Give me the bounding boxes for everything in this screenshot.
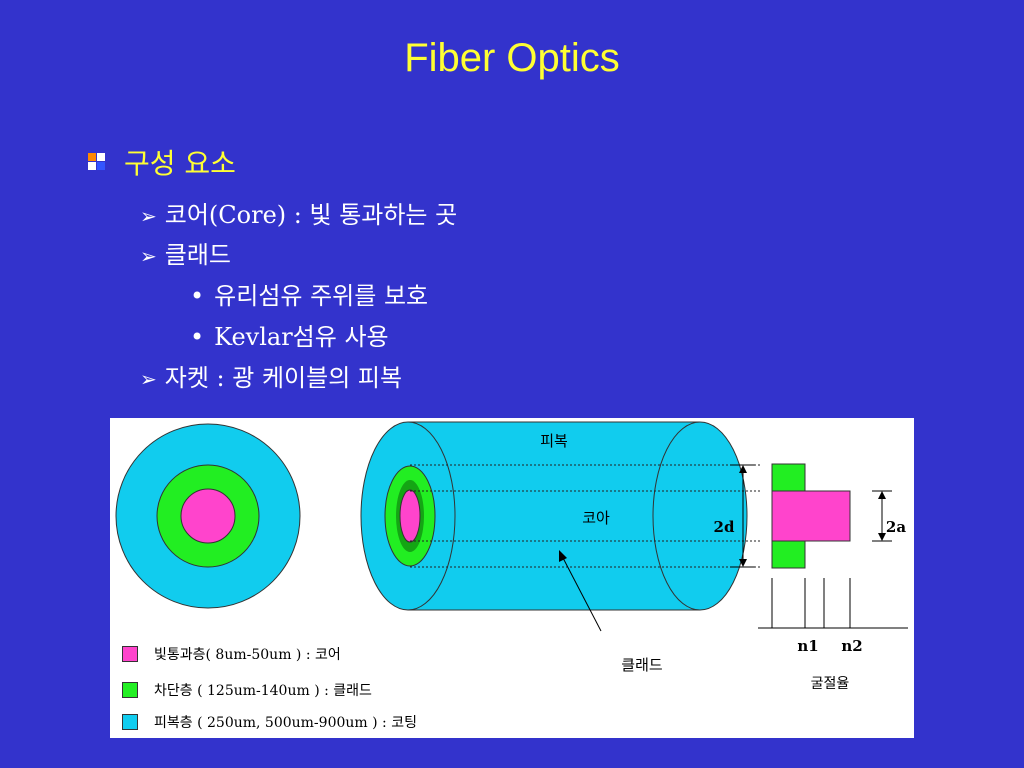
fiber-diagram-panel: 피복 코아 클래드 2d 2a n1 n2 굴절율 빛통과층( 8um-50um… [110, 418, 914, 738]
legend-swatch-jacket [122, 714, 138, 730]
legend-item-jacket: 피복층 ( 250um, 500um-900um ) : 코팅 [122, 712, 417, 732]
cylinder-body [408, 422, 700, 610]
label-refractive-index: 굴절율 [811, 676, 850, 692]
fiber-diagram: 피복 코아 클래드 2d 2a n1 n2 굴절율 [115, 421, 908, 692]
profile-core [771, 490, 851, 542]
label-n1: n1 [797, 637, 818, 655]
arrow-bullet-icon: ➢ [140, 204, 157, 228]
slide-title: Fiber Optics [404, 36, 620, 80]
list-item: ➢클래드 [140, 241, 232, 269]
list-item: ➢자켓 : 광 케이블의 피복 [140, 364, 403, 392]
main-bullet-text: 구성 요소 [124, 147, 236, 180]
list-item: •유리섬유 주위를 보호 [190, 282, 429, 310]
legend-swatch-core [122, 646, 138, 662]
legend-item-cladding: 차단층 ( 125um-140um ) : 클래드 [122, 680, 372, 700]
label-jacket: 피복 [540, 432, 568, 450]
dot-bullet-icon: • [190, 282, 205, 310]
list-item: ➢코어(Core) : 빛 통과하는 곳 [140, 201, 458, 229]
label-2a: 2a [886, 518, 906, 536]
legend-swatch-cladding [122, 682, 138, 698]
cylinder-end-right [652, 421, 748, 611]
main-bullet: 구성 요소 [88, 142, 236, 182]
arrow-bullet-icon: ➢ [140, 244, 157, 268]
arrow-bullet-icon: ➢ [140, 367, 157, 391]
bullet-square-icon [88, 153, 106, 171]
cylinder-core [399, 489, 421, 543]
dot-bullet-icon: • [190, 323, 205, 351]
legend-item-core: 빛통과층( 8um-50um ) : 코어 [122, 644, 341, 664]
label-core: 코아 [582, 509, 610, 527]
label-2d: 2d [714, 518, 735, 536]
label-n2: n2 [841, 637, 862, 655]
cross-section-core [180, 488, 236, 544]
list-item: •Kevlar섬유 사용 [190, 323, 389, 351]
label-cladding: 클래드 [621, 656, 663, 674]
